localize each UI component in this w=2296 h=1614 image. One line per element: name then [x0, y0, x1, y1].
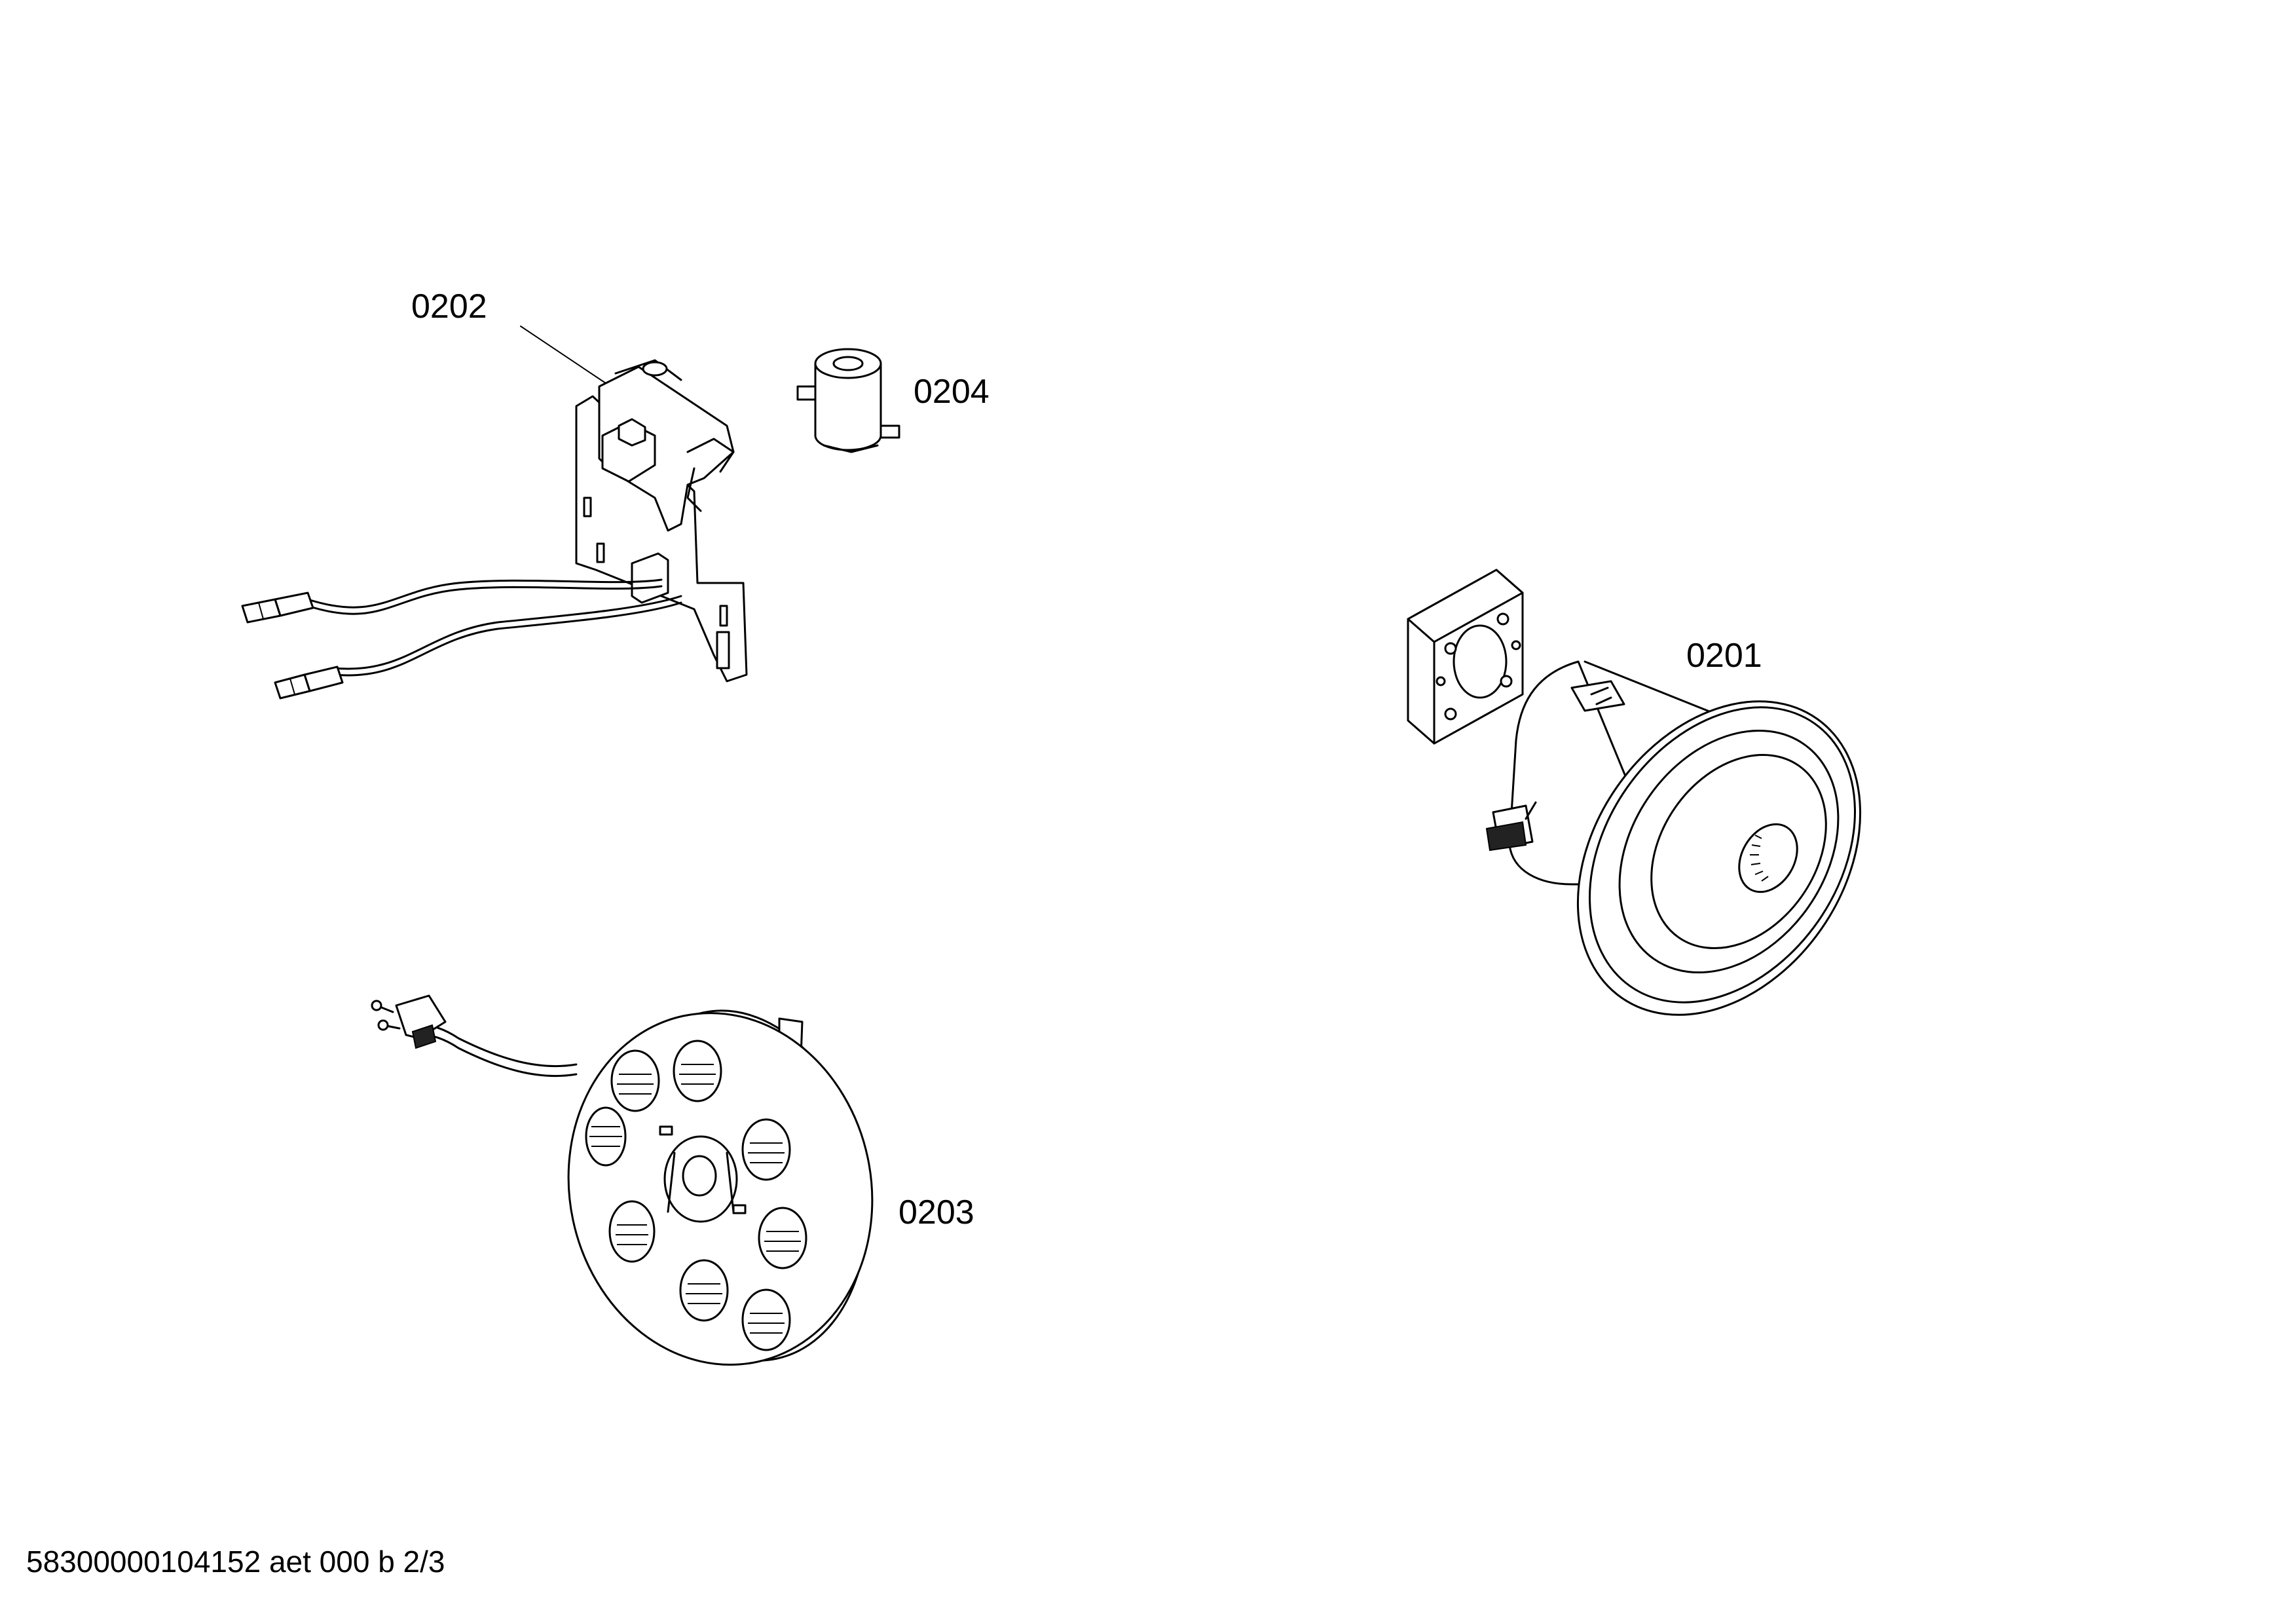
- reel-holes: [585, 1040, 807, 1351]
- motor-impeller: [1738, 823, 1798, 893]
- motor-front-disc: [1576, 700, 1862, 1016]
- part-0202-electronic-board: [241, 326, 748, 700]
- label-0203: 0203: [898, 1193, 974, 1231]
- cable-upper: [306, 585, 663, 615]
- reel-plug: [371, 994, 447, 1049]
- document-footer-code: 58300000104152 aet 000 b 2/3: [26, 1545, 445, 1579]
- label-0202: 0202: [411, 288, 487, 326]
- cable-connector-2: [274, 666, 344, 700]
- label-0204: 0204: [914, 373, 990, 411]
- part-0203-cable-reel: [371, 994, 874, 1366]
- motor-mount-block: [1407, 569, 1524, 745]
- label-0201: 0201: [1686, 637, 1762, 675]
- board-capacitor: [631, 552, 669, 604]
- motor-connector: [1485, 801, 1537, 852]
- leader-line-0202: [520, 326, 606, 384]
- part-0201-motor: [1407, 569, 1862, 1016]
- cable-connector-1: [241, 591, 314, 624]
- cable-lower: [333, 601, 682, 677]
- part-0204-coil: [796, 348, 900, 453]
